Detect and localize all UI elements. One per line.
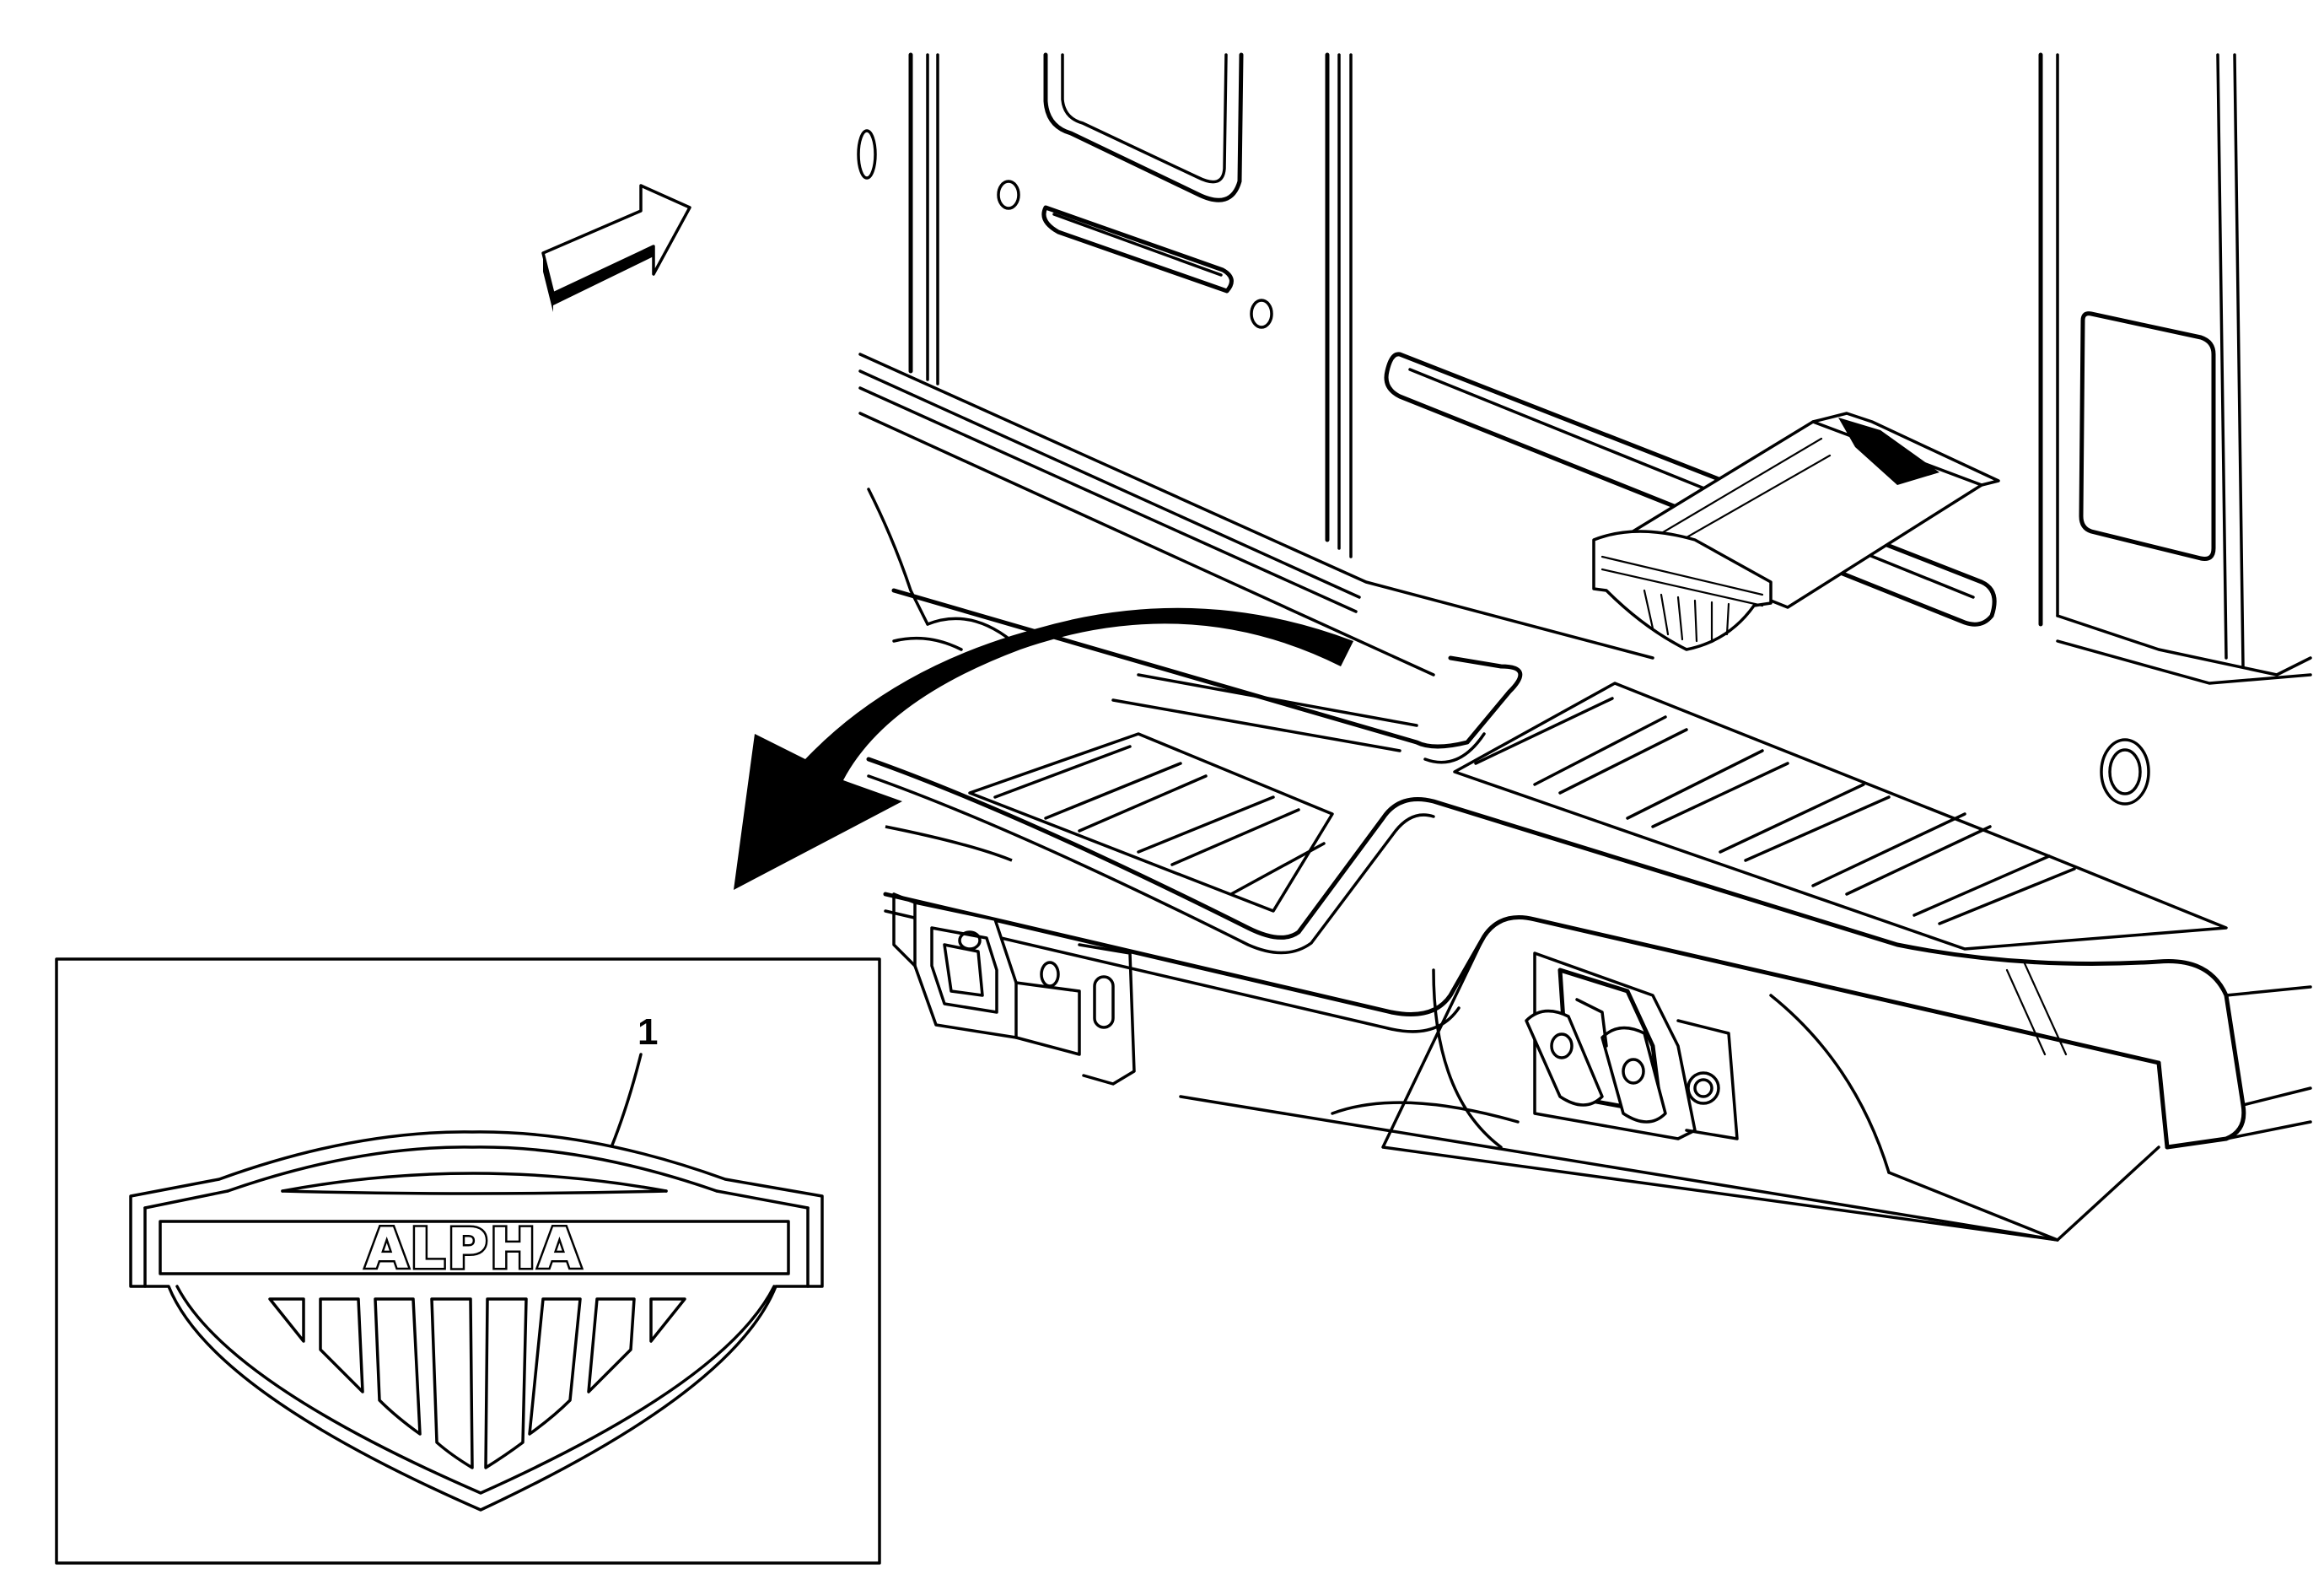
callout-1-leader (610, 1053, 643, 1149)
badge-text: ALPHA (365, 1216, 583, 1281)
tailgate-lower-left-detail (867, 488, 1418, 752)
rear-bumper (866, 588, 2312, 1242)
callout-1-label: 1 (637, 1011, 658, 1053)
curved-removal-arrow-icon (734, 607, 1353, 890)
view-direction-arrow-icon (541, 184, 691, 312)
installed-emblem (1592, 412, 2000, 651)
emblem-detail-inset: 1 ALPHA (55, 957, 881, 1565)
alpha-badge-emblem: ALPHA (129, 1130, 824, 1512)
tailgate-body (857, 52, 2312, 806)
